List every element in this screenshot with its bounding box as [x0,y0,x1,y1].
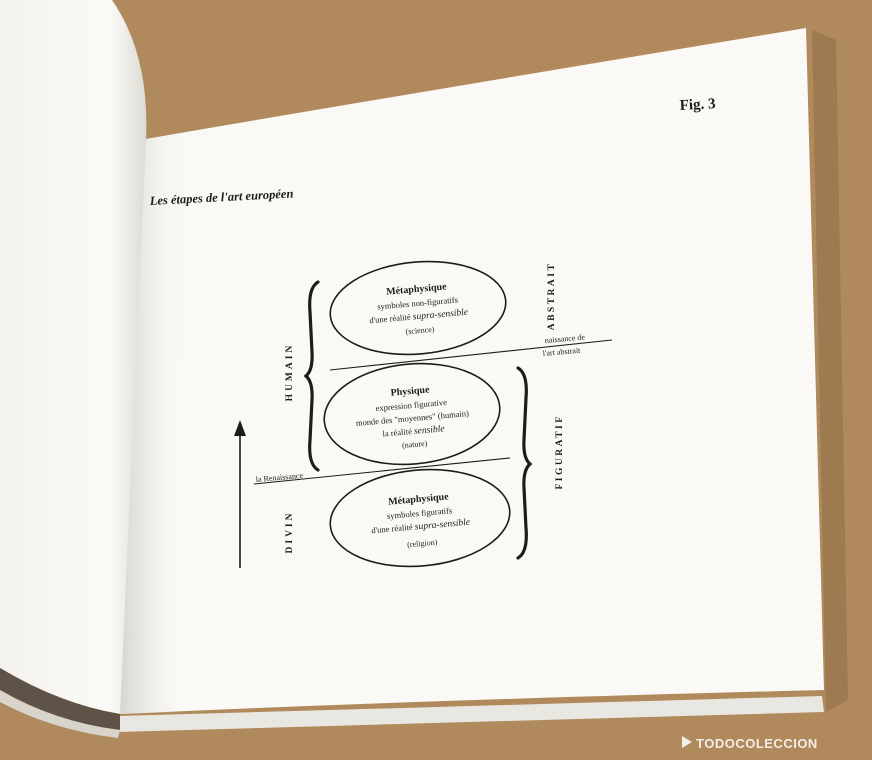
label-divin: DIVIN [285,511,295,554]
middle-oval-title: Physique [390,384,430,398]
label-humain: HUMAIN [285,343,295,402]
top-oval-line3: (science) [405,325,435,337]
bottom-oval-line2: d'une réalité supra-sensible [371,517,471,537]
middle-oval-line4: (nature) [402,439,428,450]
label-renaissance: la Renaissance [255,471,303,484]
middle-oval-line3: la réalité sensible [382,423,445,439]
label-figuratif: FIGURATIF [555,414,565,489]
oval-metaphysique-bottom [329,468,511,568]
arrow-up-icon [234,420,246,436]
renaissance-line [253,457,511,485]
book-shadow [812,30,848,712]
watermark-arrow-icon [682,736,692,748]
top-oval-title: Métaphysique [386,281,448,297]
page-stack-edge [118,696,824,732]
oval-metaphysique-top [329,260,507,356]
humain-brace [303,280,320,472]
abstract-birth-line [329,339,613,371]
fig-label: Fig. 3 [679,96,716,114]
label-naissance-2: l'art abstrait [542,346,581,358]
left-page-edge-light [0,690,120,738]
oval-physique [323,362,501,466]
left-page [0,0,147,714]
label-abstrait: ABSTRAIT [547,262,557,331]
label-naissance-1: naissance de [544,332,585,345]
right-page [120,28,824,714]
bottom-oval-title: Métaphysique [388,491,450,507]
watermark-text: TODOCOLECCION [696,736,818,751]
bottom-oval-line3: (religion) [407,538,438,550]
figuratif-brace [516,366,533,560]
left-page-edge-dark [0,668,120,730]
top-oval-line2: d'une réalité supra-sensible [369,307,469,327]
